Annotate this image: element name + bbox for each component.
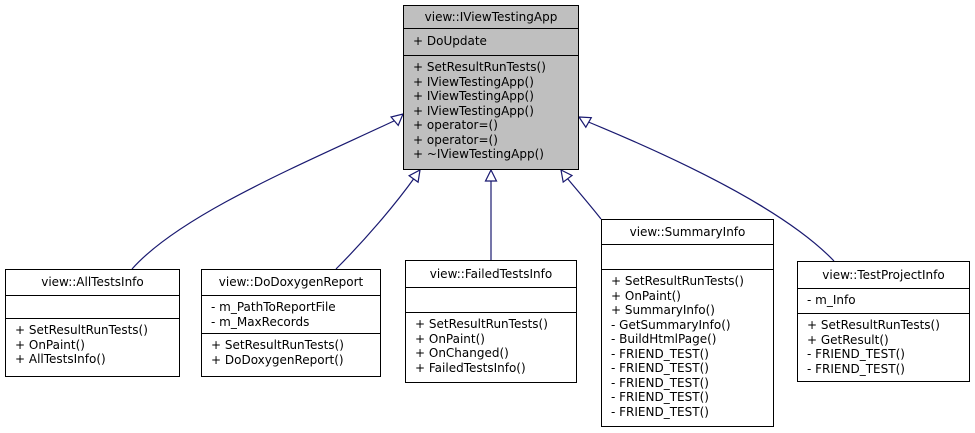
class-box-alltestsinfo[interactable]: view::AllTestsInfo + SetResultRunTests()… [5,269,180,377]
operation: - GetSummaryInfo() [611,317,731,332]
attributes-section [406,288,576,313]
operation: - BuildHtmlPage() [611,332,717,346]
operations-section: + SetResultRunTests() + GetResult() - FR… [798,314,969,376]
operation: - FRIEND_TEST() [611,346,709,361]
operation: - FRIEND_TEST() [611,375,709,390]
operations-section: + SetResultRunTests() + DoDoxygenReport(… [202,334,380,367]
class-box-iviewtestingapp[interactable]: view::IViewTestingApp + DoUpdate + SetRe… [403,5,579,170]
class-name: view::TestProjectInfo [798,262,969,289]
attribute: - m_PathToReportFile [211,300,336,314]
attribute: - m_Info [807,293,856,307]
operations-section: + SetResultRunTests() + OnPaint() + Summ… [602,270,773,419]
attributes-section [602,245,773,270]
operation: + SetResultRunTests() [211,338,344,352]
operation: + IViewTestingApp() [413,74,534,89]
operation: - FRIEND_TEST() [611,404,709,419]
operation: - FRIEND_TEST() [611,390,709,404]
attribute: + DoUpdate [413,34,487,48]
operation: + SetResultRunTests() [611,274,744,288]
attributes-section: - m_PathToReportFile - m_MaxRecords [202,296,380,334]
inheritance-edge-alltestsinfo [131,119,397,270]
operation: + FailedTestsInfo() [415,360,526,375]
operation: + ~IViewTestingApp() [413,147,544,161]
operation: + SetResultRunTests() [413,60,546,74]
operation: + OnPaint() [611,288,681,303]
inheritance-edge-dodoxygenreport [335,176,416,270]
inheritance-edge-summaryinfo [566,177,602,220]
operation: - FRIEND_TEST() [611,361,709,375]
class-name: view::DoDoxygenReport [202,270,380,296]
operation: + OnChanged() [415,346,509,360]
operation: + GetResult() [807,332,889,347]
class-name: view::AllTestsInfo [6,270,179,296]
inheritance-arrowhead [577,116,593,129]
inheritance-arrowhead [407,168,421,184]
operation: + SummaryInfo() [611,303,715,317]
operations-section: + SetResultRunTests() + OnPaint() + AllT… [6,319,179,367]
class-box-dodoxygenreport[interactable]: view::DoDoxygenReport - m_PathToReportFi… [201,269,381,377]
operation: + DoDoxygenReport() [211,352,344,367]
operation: + IViewTestingApp() [413,89,534,103]
operation: + SetResultRunTests() [807,318,940,332]
operation: + operator=() [413,118,498,132]
class-name: view::IViewTestingApp [404,6,578,29]
attributes-section: + DoUpdate [404,29,578,56]
attributes-section [6,296,179,319]
inheritance-arrowhead [484,168,498,182]
operation: + SetResultRunTests() [415,317,548,331]
class-box-testprojectinfo[interactable]: view::TestProjectInfo - m_Info + SetResu… [797,261,970,382]
class-name: view::SummaryInfo [602,220,773,245]
operation: + OnPaint() [415,331,485,346]
operation: + AllTestsInfo() [15,352,106,366]
attribute: - m_MaxRecords [211,314,310,329]
operation: + OnPaint() [15,337,85,352]
class-name: view::FailedTestsInfo [406,261,576,288]
operations-section: + SetResultRunTests() + OnPaint() + OnCh… [406,313,576,375]
inheritance-edge-testprojectinfo [585,120,835,262]
operations-section: + SetResultRunTests() + IViewTestingApp(… [404,56,578,162]
operation: - FRIEND_TEST() [807,347,905,361]
attributes-section: - m_Info [798,289,969,314]
operation: + IViewTestingApp() [413,103,534,118]
class-box-failedtestsinfo[interactable]: view::FailedTestsInfo + SetResultRunTest… [405,260,577,383]
class-box-summaryinfo[interactable]: view::SummaryInfo + SetResultRunTests() … [601,219,774,427]
operation: + SetResultRunTests() [15,323,148,337]
operation: - FRIEND_TEST() [807,361,905,376]
inheritance-arrowhead [560,168,574,184]
inheritance-arrowhead [389,113,405,127]
operation: + operator=() [413,132,498,147]
